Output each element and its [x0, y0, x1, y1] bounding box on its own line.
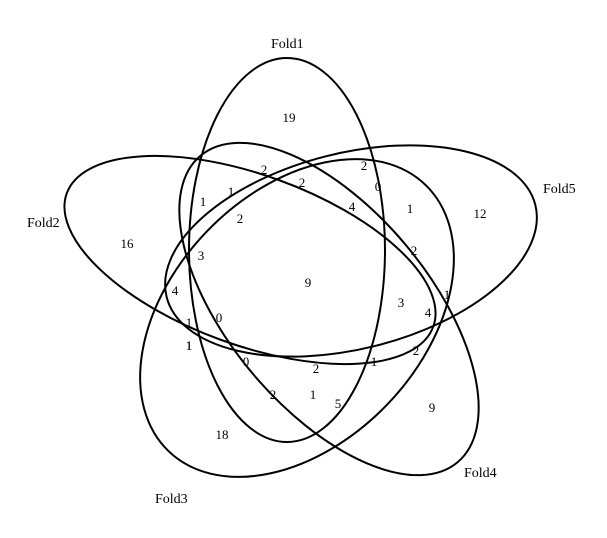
count-fold5-only: 12 [474, 206, 487, 221]
count-region: 2 [270, 387, 277, 402]
count-region: 2 [413, 343, 420, 358]
count-region: 4 [425, 305, 432, 320]
fold2-label: Fold2 [27, 216, 60, 231]
count-region: 1 [186, 338, 193, 353]
fold2-ellipse [63, 154, 437, 366]
count-region: 1 [186, 338, 193, 353]
count-region: 2 [237, 211, 244, 226]
count-region: 0 [243, 354, 250, 369]
count-region: 2 [299, 175, 306, 190]
count-region: 1 [444, 287, 451, 302]
count-all-five: 9 [305, 275, 312, 290]
fold5-label: Fold5 [543, 182, 576, 197]
count-region: 1 [310, 387, 317, 402]
count-region: 4 [172, 283, 179, 298]
fold1-label: Fold1 [271, 37, 304, 52]
count-region: 1 [407, 201, 414, 216]
count-region: 5 [335, 396, 342, 411]
count-region: 4 [349, 199, 356, 214]
count-region: 1 [200, 194, 207, 209]
count-fold4-only: 9 [429, 400, 436, 415]
fold3-ellipse [139, 158, 455, 478]
count-region: 2 [361, 158, 368, 173]
count-region: 2 [313, 361, 320, 376]
count-region: 1 [228, 184, 235, 199]
count-region: 1 [186, 315, 193, 330]
fold1-ellipse [188, 57, 386, 443]
fold3-label: Fold3 [155, 492, 188, 507]
count-region: 0 [375, 179, 382, 194]
count-region: 2 [411, 243, 418, 258]
count-region: 3 [198, 248, 205, 263]
fold5-ellipse [164, 144, 538, 358]
count-region: 3 [398, 295, 405, 310]
count-fold1-only: 19 [283, 110, 296, 125]
fold4-ellipse [178, 141, 480, 477]
fold4-label: Fold4 [464, 466, 497, 481]
count-region: 1 [371, 354, 378, 369]
count-region: 2 [261, 162, 268, 177]
count-fold2-only: 16 [121, 236, 135, 251]
count-region: 0 [216, 310, 223, 325]
count-fold3-only: 18 [216, 427, 229, 442]
